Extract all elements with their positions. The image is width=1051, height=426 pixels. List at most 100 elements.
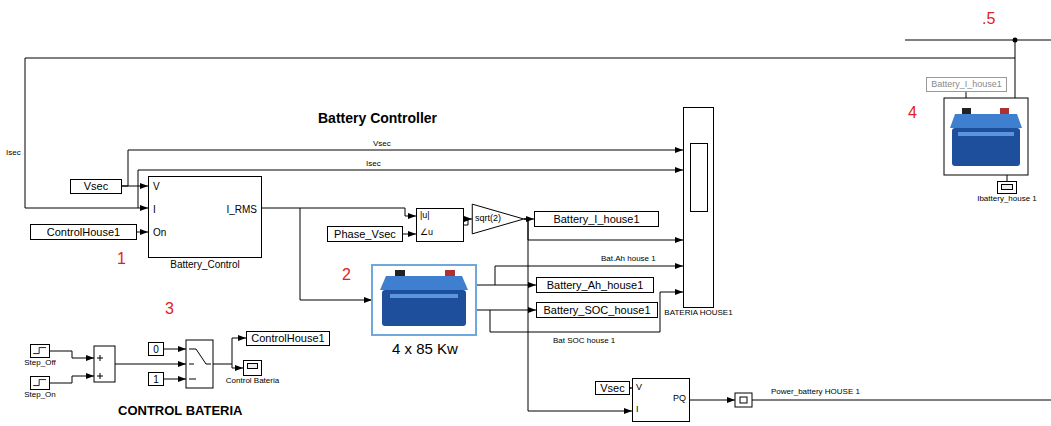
- signal-wires: [25, 40, 1051, 400]
- step-block: Step_Off: [30, 344, 50, 358]
- block-name: Ibattery_house 1: [977, 195, 1037, 204]
- battery-frame: [372, 265, 476, 335]
- sum-block: [94, 346, 115, 382]
- signal-label: Bat.Ah house 1: [600, 254, 657, 263]
- soc-wire: [490, 292, 683, 332]
- battery-terminal: [962, 108, 971, 115]
- callout-number: .5: [982, 10, 995, 28]
- mux-block: BATERIA HOUSE1: [683, 107, 714, 308]
- battery-terminal: [1000, 108, 1009, 115]
- bus-tap: [1015, 40, 1016, 98]
- ah-wire: [476, 285, 536, 286]
- from-tag: Vsec: [595, 381, 630, 395]
- port-label: |u|: [420, 211, 430, 221]
- goto-tag: Battery_SOC_house1: [536, 302, 658, 318]
- battery-terminal: [395, 270, 405, 277]
- signal-label: Vsec: [372, 139, 392, 148]
- power-wire: [752, 400, 1051, 401]
- workspace-symbol: [740, 397, 747, 403]
- signal-label: Isec: [365, 159, 382, 168]
- switch-outline: [186, 340, 213, 388]
- step-block: Step_On: [30, 376, 50, 390]
- signal-label: Power_battery HOUSE 1: [770, 387, 861, 396]
- battery-icon: [372, 265, 476, 335]
- block-text: Battery_I_house1: [931, 80, 1002, 90]
- scope-block: Control Bateria: [243, 360, 262, 376]
- callout-number: 3: [165, 300, 174, 318]
- sum-wire: [115, 364, 186, 365]
- block-text: 0: [153, 344, 159, 355]
- const-wire: [162, 349, 186, 350]
- polar-to-complex-block: |u| ∠u: [416, 208, 464, 242]
- soc-wire: [476, 310, 536, 311]
- switch-wire: [232, 364, 243, 368]
- battery-highlight: [390, 294, 458, 298]
- block-text: ControlHouse1: [47, 226, 120, 238]
- signal-line: [137, 232, 148, 233]
- step-wire: [50, 376, 94, 383]
- from-tag: Vsec: [70, 179, 122, 194]
- callout-number: 2: [342, 266, 351, 284]
- signal-line: [464, 219, 472, 225]
- signal-label: Isec: [6, 148, 21, 157]
- switch-block: [186, 340, 213, 388]
- plus-sign: [97, 355, 103, 379]
- port-label: PQ: [673, 394, 686, 404]
- battery-body: [952, 128, 1020, 166]
- signal-label: Bat SOC house 1: [552, 336, 616, 345]
- step-symbol: [31, 345, 49, 357]
- block-text: ControlHouse1: [251, 332, 324, 344]
- block-text: Battery_I_house1: [553, 213, 639, 225]
- from-tag: Phase_Vsec: [327, 226, 403, 242]
- section-title: CONTROL BATERIA: [118, 404, 242, 419]
- battery-lid: [950, 114, 1022, 128]
- battery-terminal: [445, 270, 455, 277]
- port-label: V: [153, 181, 160, 192]
- callout-number: 4: [908, 104, 917, 122]
- scope-screen: [1001, 184, 1013, 190]
- battery-highlight: [958, 132, 1014, 136]
- block-text: Vsec: [600, 382, 624, 394]
- battery-icon: [944, 98, 1028, 175]
- switch-wire: [213, 338, 246, 364]
- port-label: I: [153, 204, 156, 215]
- battery-body: [382, 290, 466, 326]
- port-label: ∠u: [420, 228, 433, 238]
- signal-line: [262, 208, 416, 216]
- workspace-block: [735, 393, 752, 407]
- goto-tag: Battery_Ah_house1: [536, 277, 654, 293]
- block-name: Step_Off: [24, 359, 55, 368]
- block-text: Phase_Vsec: [334, 228, 396, 240]
- block-text: Battery_SOC_house1: [543, 304, 650, 316]
- signal-line: [403, 234, 416, 235]
- mux-inner: [690, 143, 708, 212]
- irms-wire: [300, 208, 372, 300]
- scope-block: Ibattery_house 1: [997, 181, 1017, 194]
- battery-lid: [380, 276, 468, 290]
- block-name: Battery_Control: [170, 259, 239, 270]
- constant-block: 0: [148, 342, 164, 356]
- goto-tag: Battery_I_house1: [534, 211, 659, 227]
- junction-dot: [1013, 38, 1018, 43]
- rating-note: 4 x 85 Kw: [392, 340, 458, 357]
- switch-symbol: [189, 349, 211, 379]
- from-tag: Battery_I_house1: [926, 77, 1007, 92]
- port-label: I: [636, 405, 639, 415]
- step-symbol: [31, 377, 49, 389]
- block-text: Vsec: [84, 180, 108, 192]
- scope-screen: [247, 363, 258, 369]
- block-text: 1: [153, 374, 159, 385]
- block-name: Control Bateria: [226, 377, 279, 386]
- from-wire: [966, 92, 967, 98]
- block-text: Battery_Ah_house1: [547, 279, 644, 291]
- battery-frame: [944, 98, 1028, 175]
- section-title: Battery Controller: [318, 110, 437, 126]
- pq-block: VIPQ: [632, 378, 690, 422]
- block-text: sqrt(2): [475, 214, 501, 224]
- port-label: On: [153, 227, 166, 238]
- workspace-outline: [735, 393, 752, 407]
- from-tag: ControlHouse1: [30, 224, 137, 240]
- callout-number: 1: [117, 250, 126, 268]
- block-name: BATERIA HOUSE1: [664, 309, 732, 318]
